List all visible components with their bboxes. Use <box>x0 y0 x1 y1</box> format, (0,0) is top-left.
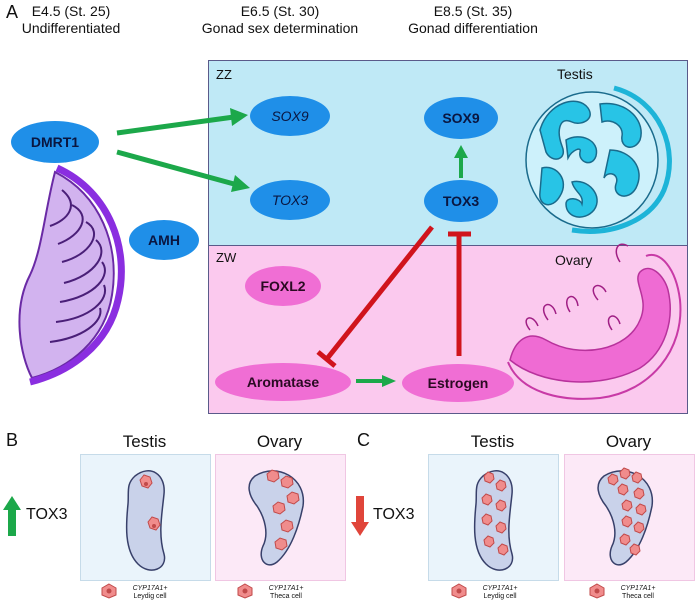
aromatase-node: Aromatase <box>215 363 351 401</box>
marker-label: CYP17A1+ <box>620 585 656 592</box>
theca-cell-icon <box>237 583 253 599</box>
tox3-protein-node: TOX3 <box>424 180 498 222</box>
panel-b-drawing <box>125 469 304 571</box>
marker-label: CYP17A1+ <box>132 585 168 592</box>
estrogen-node: Estrogen <box>402 364 514 402</box>
arrow-up-icon <box>3 496 21 536</box>
arrowhead <box>231 175 250 192</box>
stage-label: E8.5 (St. 35) <box>433 3 513 19</box>
panel-b-legend-1: CYP17A1+ Leydig cell <box>120 585 180 601</box>
ovary-section <box>248 469 304 566</box>
cell-label: Theca cell <box>270 593 302 600</box>
panel-b-testis-title: Testis <box>122 432 167 451</box>
stage-label: E4.5 (St. 25) <box>31 3 111 19</box>
inhibit-bar <box>316 350 337 368</box>
timeline-e6-5: E6.5 (St. 30) Gonad sex determination <box>184 3 376 37</box>
stage-label: E6.5 (St. 30) <box>240 3 320 19</box>
panel-a-label: A <box>6 2 19 22</box>
panel-c-legend-2: CYP17A1+ Theca cell <box>608 585 668 601</box>
panel-b-legend-2: CYP17A1+ Theca cell <box>256 585 316 601</box>
cell-label: Leydig cell <box>483 593 517 600</box>
sox9-gene-node: SOX9 <box>250 96 330 136</box>
stage-description: Undifferentiated <box>21 20 121 36</box>
panel-c-drawing <box>473 467 653 571</box>
arrow-dmrt1-tox3 <box>116 149 235 187</box>
stage-description: Gonad differentiation <box>408 20 538 36</box>
inhibit-tox3-aromatase <box>324 225 434 362</box>
panel-c-indicator: TOX3 <box>373 506 415 523</box>
zz-label: ZZ <box>216 67 232 82</box>
arrowhead <box>230 108 248 126</box>
arrowhead <box>454 145 468 158</box>
cell-label: Leydig cell <box>133 593 167 600</box>
arrow-down-icon <box>351 496 369 536</box>
ovary-label: Ovary <box>555 252 593 268</box>
panel-c-testis-title: Testis <box>470 432 515 451</box>
testis-label: Testis <box>557 66 593 82</box>
panel-b-label: B <box>6 430 19 450</box>
arrow-dmrt1-sox9 <box>116 114 235 136</box>
ovary-drawing <box>507 243 682 400</box>
panel-c-legend-1: CYP17A1+ Leydig cell <box>470 585 530 601</box>
zw-label: ZW <box>216 250 237 265</box>
sox9-protein-node: SOX9 <box>424 97 498 139</box>
theca-cell-icon <box>589 583 605 599</box>
stage-description: Gonad sex determination <box>201 20 359 36</box>
leydig-cell-icon <box>451 583 467 599</box>
ovary-section <box>597 467 653 566</box>
testis-drawing <box>525 85 672 234</box>
timeline-e8-5: E8.5 (St. 35) Gonad differentiation <box>388 3 558 37</box>
testis-section <box>473 470 514 571</box>
dmrt1-node: DMRT1 <box>11 121 99 163</box>
panel-b-ovary-title: Ovary <box>256 432 303 451</box>
cell-label: Theca cell <box>622 593 654 600</box>
leydig-cell-icon <box>101 583 117 599</box>
panel-c-ovary-title: Ovary <box>605 432 652 451</box>
testis-section <box>125 470 166 571</box>
marker-label: CYP17A1+ <box>482 585 518 592</box>
undifferentiated-gonad-drawing <box>18 164 125 386</box>
amh-node: AMH <box>129 220 199 260</box>
panel-c-label: C <box>357 430 370 450</box>
foxl2-node: FOXL2 <box>245 266 321 306</box>
tox3-gene-node: TOX3 <box>250 180 330 220</box>
timeline-e4-5: E4.5 (St. 25) Undifferentiated <box>8 3 134 37</box>
arrowhead <box>382 375 396 387</box>
panel-b-indicator: TOX3 <box>26 506 68 523</box>
marker-label: CYP17A1+ <box>268 585 304 592</box>
